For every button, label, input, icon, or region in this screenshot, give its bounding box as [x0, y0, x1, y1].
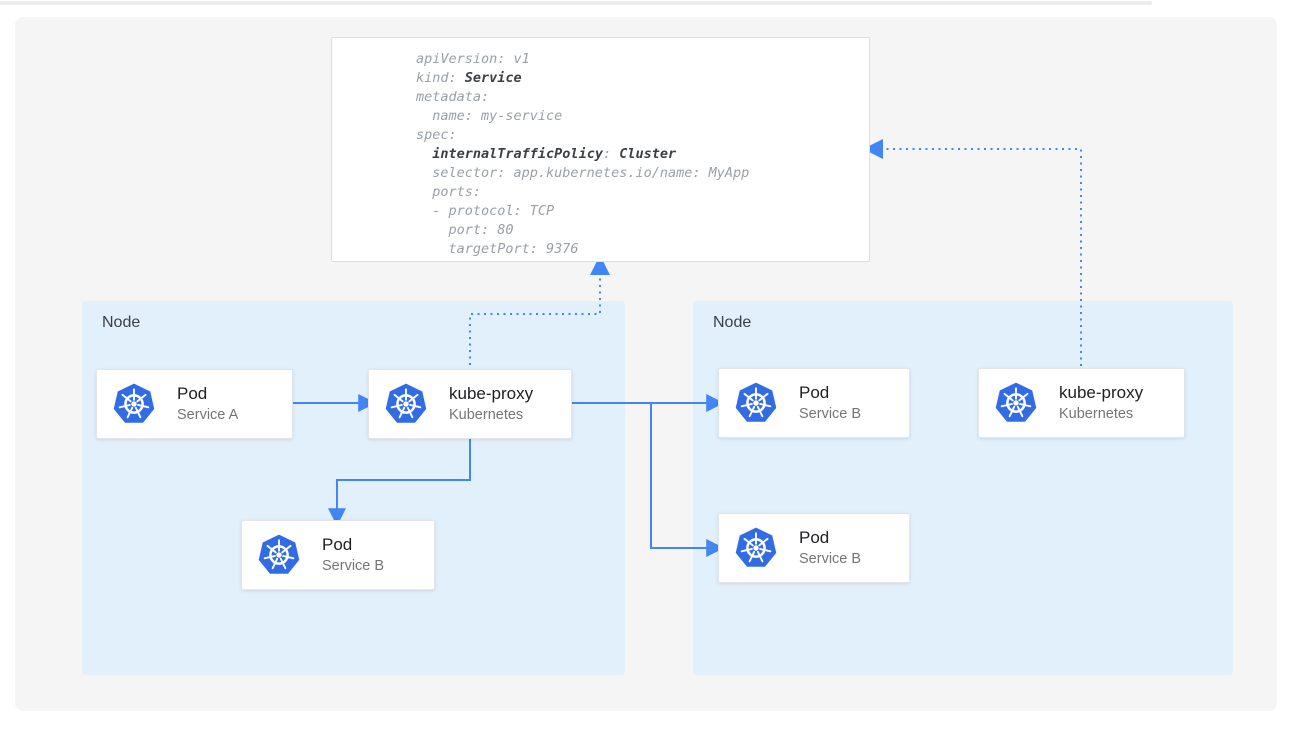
card-subtitle: Service B — [799, 551, 862, 567]
card-subtitle: Kubernetes — [449, 407, 524, 423]
card-title: kube-proxy — [1059, 383, 1144, 402]
node-label: Node — [713, 314, 752, 331]
pod-card-service-b-right-top: Pod Service B — [718, 368, 910, 438]
yaml-line: spec: — [416, 127, 457, 143]
node-panel-right: Node — [693, 301, 1233, 675]
yaml-code: apiVersion: v1 kind: Service metadata: n… — [416, 50, 749, 259]
kubernetes-icon — [995, 382, 1037, 424]
yaml-line: kind: Service — [416, 70, 522, 86]
service-yaml-card: apiVersion: v1 kind: Service metadata: n… — [331, 37, 870, 262]
yaml-line: ports: — [416, 184, 482, 200]
kubernetes-icon — [735, 382, 777, 424]
card-subtitle: Service B — [799, 406, 862, 422]
card-title: kube-proxy — [449, 384, 534, 403]
yaml-line: apiVersion: v1 — [416, 51, 530, 67]
card-title: Pod — [177, 384, 208, 403]
kube-proxy-card-right: kube-proxy Kubernetes — [978, 368, 1185, 438]
pod-card-service-b-left: Pod Service B — [241, 520, 435, 590]
pod-card-service-a: Pod Service A — [96, 369, 293, 439]
card-subtitle: Service B — [322, 558, 385, 574]
kubernetes-icon — [113, 383, 155, 425]
card-subtitle: Kubernetes — [1059, 406, 1134, 422]
yaml-line: targetPort: 9376 — [416, 241, 579, 257]
card-title: Pod — [799, 528, 830, 547]
card-subtitle: Service A — [177, 407, 239, 423]
node-panel-left: Node — [82, 301, 625, 675]
kubernetes-icon — [385, 383, 427, 425]
kube-proxy-card-left: kube-proxy Kubernetes — [368, 369, 572, 439]
card-title: Pod — [799, 383, 830, 402]
yaml-line: name: my-service — [416, 108, 563, 124]
card-title: Pod — [322, 535, 353, 554]
kubernetes-icon — [258, 534, 300, 576]
pod-card-service-b-right-bottom: Pod Service B — [718, 513, 910, 583]
top-divider — [0, 1, 1152, 5]
yaml-line: selector: app.kubernetes.io/name: MyApp — [416, 165, 750, 181]
yaml-line: internalTrafficPolicy: Cluster — [432, 146, 677, 162]
yaml-line: - protocol: TCP — [416, 203, 555, 219]
kubernetes-icon — [735, 527, 777, 569]
node-label: Node — [102, 314, 141, 331]
yaml-line: metadata: — [416, 89, 490, 105]
yaml-line: port: 80 — [416, 222, 514, 238]
